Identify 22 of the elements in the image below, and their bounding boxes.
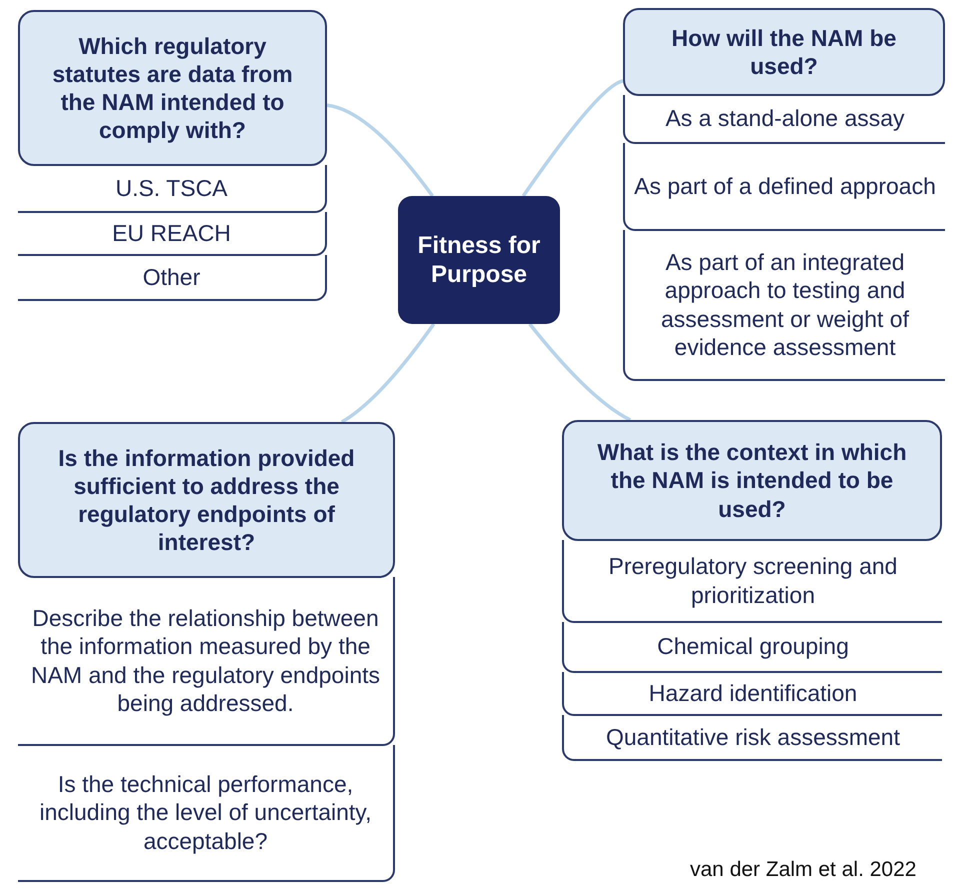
answer-row: Quantitative risk assessment: [562, 715, 942, 761]
answer-row: As a stand-alone assay: [623, 95, 945, 144]
answer-row: As part of an integrated approach to testing and assessment or weight of evidence assessment: [623, 230, 945, 381]
question-box: How will the NAM be used?: [623, 8, 945, 96]
topic-box: Fitness for Purpose: [398, 196, 560, 324]
answer-row: Hazard identification: [562, 672, 942, 716]
answer-row: EU REACH: [18, 212, 327, 256]
question-box: Is the information provided sufficient to address the regulatory endpoints of interest?: [18, 422, 395, 578]
connector-curve: [522, 79, 624, 197]
answer-row: Describe the relationship between the information measured by the NAM and the regulatory endpoints being addressed.: [18, 577, 395, 746]
connector-curve: [340, 322, 436, 424]
answer-row: Preregulatory screening and prioritization: [562, 540, 942, 623]
answer-row: As part of a defined approach: [623, 143, 945, 231]
source-citation: van der Zalm et al. 2022: [690, 858, 916, 882]
answer-row: Other: [18, 255, 327, 301]
connector-curve: [326, 103, 434, 198]
answer-row: U.S. TSCA: [18, 165, 327, 213]
answer-row: Chemical grouping: [562, 622, 942, 673]
question-box: What is the context in which the NAM is intended to be used?: [562, 420, 942, 541]
answer-row: Is the technical performance, including the level of uncertainty, acceptable?: [18, 745, 395, 882]
connector-curve: [528, 322, 632, 422]
question-box: Which regulatory statutes are data from the NAM intended to comply with?: [18, 10, 327, 166]
